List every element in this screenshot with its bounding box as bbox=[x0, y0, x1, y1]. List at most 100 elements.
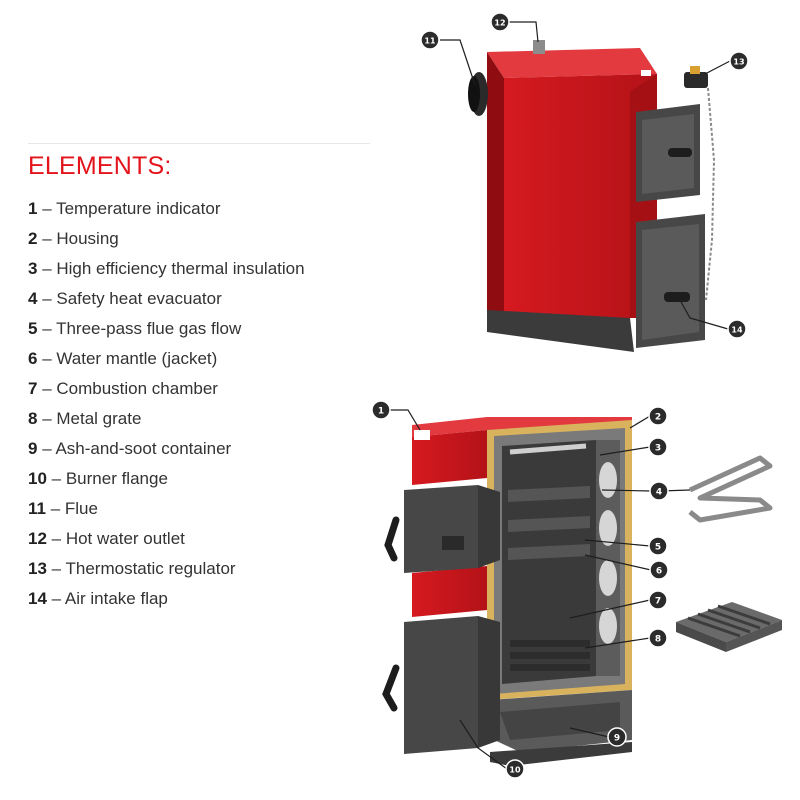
legend-label: Thermostatic regulator bbox=[65, 559, 236, 578]
legend-separator: – bbox=[37, 319, 57, 338]
legend-separator: – bbox=[46, 589, 65, 608]
legend-label: High efficiency thermal insulation bbox=[56, 259, 305, 278]
svg-text:4: 4 bbox=[656, 488, 662, 498]
legend-item: 14 – Air intake flap bbox=[28, 587, 305, 617]
legend-label: Three-pass flue gas flow bbox=[56, 319, 242, 338]
leader-lines bbox=[388, 21, 731, 770]
callout-badge: 2 bbox=[648, 406, 668, 426]
legend-label: Burner flange bbox=[65, 469, 168, 488]
legend-number: 7 bbox=[28, 379, 38, 398]
svg-text:8: 8 bbox=[655, 635, 661, 645]
flue-passage bbox=[599, 560, 617, 596]
svg-text:1: 1 bbox=[378, 407, 384, 417]
legend-item: 8 – Metal grate bbox=[28, 407, 305, 437]
legend-separator: – bbox=[37, 349, 57, 368]
flue-passage bbox=[599, 462, 617, 498]
legend-number: 9 bbox=[28, 439, 38, 458]
upper-door-handle bbox=[668, 148, 692, 157]
legend-item: 2 – Housing bbox=[28, 227, 305, 257]
svg-text:6: 6 bbox=[656, 567, 662, 577]
legend-separator: – bbox=[37, 229, 57, 248]
legend-label: Ash-and-soot container bbox=[55, 439, 232, 458]
base-plinth bbox=[487, 310, 634, 352]
lower-door-handle bbox=[382, 664, 400, 712]
svg-text:13: 13 bbox=[733, 58, 744, 67]
cutaway-housing-top bbox=[412, 417, 632, 437]
metal-grate-detail bbox=[676, 602, 782, 652]
svg-text:12: 12 bbox=[494, 19, 505, 28]
callout-badge: 12 bbox=[490, 12, 510, 32]
legend-number: 3 bbox=[28, 259, 38, 278]
combustion-chamber bbox=[502, 440, 596, 684]
legend-separator: – bbox=[37, 379, 57, 398]
legend-item: 11 – Flue bbox=[28, 497, 305, 527]
legend-item: 1 – Temperature indicator bbox=[28, 197, 305, 227]
legend-number: 14 bbox=[28, 589, 47, 608]
legend-item: 10 – Burner flange bbox=[28, 467, 305, 497]
legend-item: 12 – Hot water outlet bbox=[28, 527, 305, 557]
legend-item: 3 – High efficiency thermal insulation bbox=[28, 257, 305, 287]
heading-divider bbox=[28, 143, 370, 144]
legend-item: 13 – Thermostatic regulator bbox=[28, 557, 305, 587]
housing-side bbox=[487, 52, 504, 318]
callout-badge: 8 bbox=[648, 628, 668, 648]
callout-badge: 1 bbox=[371, 400, 391, 420]
callout-badge: 5 bbox=[648, 536, 668, 556]
cutaway-housing-front-middle bbox=[412, 566, 487, 617]
legend-number: 10 bbox=[28, 469, 47, 488]
legend-separator: – bbox=[45, 499, 65, 518]
housing-front bbox=[504, 74, 657, 318]
callout-badge: 7 bbox=[648, 590, 668, 610]
svg-text:11: 11 bbox=[424, 37, 436, 46]
legend-item: 9 – Ash-and-soot container bbox=[28, 437, 305, 467]
legend-number: 6 bbox=[28, 349, 38, 368]
legend-label: Flue bbox=[64, 499, 98, 518]
legend-number: 8 bbox=[28, 409, 38, 428]
svg-text:2: 2 bbox=[655, 413, 661, 423]
hot-water-outlet bbox=[533, 40, 545, 54]
indicator-plate bbox=[641, 70, 651, 76]
elements-heading: ELEMENTS: bbox=[28, 152, 172, 180]
temperature-indicator bbox=[414, 430, 430, 440]
cutaway-lower-door bbox=[404, 616, 478, 754]
callout-badge: 11 bbox=[420, 30, 440, 50]
baffle-plate bbox=[508, 516, 590, 532]
legend-separator: – bbox=[37, 289, 57, 308]
cutaway-housing-front-upper bbox=[412, 430, 487, 485]
thermostatic-regulator bbox=[684, 72, 708, 88]
svg-text:3: 3 bbox=[655, 444, 661, 454]
svg-text:7: 7 bbox=[655, 597, 661, 607]
legend-separator: – bbox=[46, 529, 66, 548]
legend-label: Metal grate bbox=[56, 409, 142, 428]
upper-door-handle bbox=[384, 516, 400, 562]
legend-item: 4 – Safety heat evacuator bbox=[28, 287, 305, 317]
svg-text:10: 10 bbox=[509, 766, 521, 775]
legend-separator: – bbox=[46, 469, 66, 488]
legend-item: 6 – Water mantle (jacket) bbox=[28, 347, 305, 377]
callout-badge: 3 bbox=[648, 437, 668, 457]
svg-text:9: 9 bbox=[614, 734, 620, 744]
heat-evacuator-coil bbox=[509, 443, 587, 455]
legend-number: 12 bbox=[28, 529, 47, 548]
heat-evacuator-detail bbox=[688, 455, 773, 523]
flue-passage bbox=[599, 510, 617, 546]
legend-separator: – bbox=[37, 199, 57, 218]
metal-grate-bars bbox=[510, 640, 590, 671]
housing-top bbox=[487, 48, 657, 78]
callout-badge: 13 bbox=[729, 51, 749, 71]
legend-number: 1 bbox=[28, 199, 38, 218]
legend-label: Housing bbox=[56, 229, 119, 248]
legend-label: Combustion chamber bbox=[56, 379, 218, 398]
legend-number: 4 bbox=[28, 289, 38, 308]
legend-label: Air intake flap bbox=[64, 589, 168, 608]
legend-label: Water mantle (jacket) bbox=[56, 349, 218, 368]
legend-number: 5 bbox=[28, 319, 38, 338]
elements-legend: 1 – Temperature indicator 2 – Housing 3 … bbox=[28, 197, 305, 617]
legend-separator: – bbox=[37, 439, 56, 458]
svg-text:14: 14 bbox=[731, 326, 743, 335]
lower-door-handle bbox=[664, 292, 690, 302]
baffle-plate bbox=[508, 544, 590, 560]
callout-badge: 9 bbox=[607, 727, 627, 747]
legend-number: 2 bbox=[28, 229, 38, 248]
